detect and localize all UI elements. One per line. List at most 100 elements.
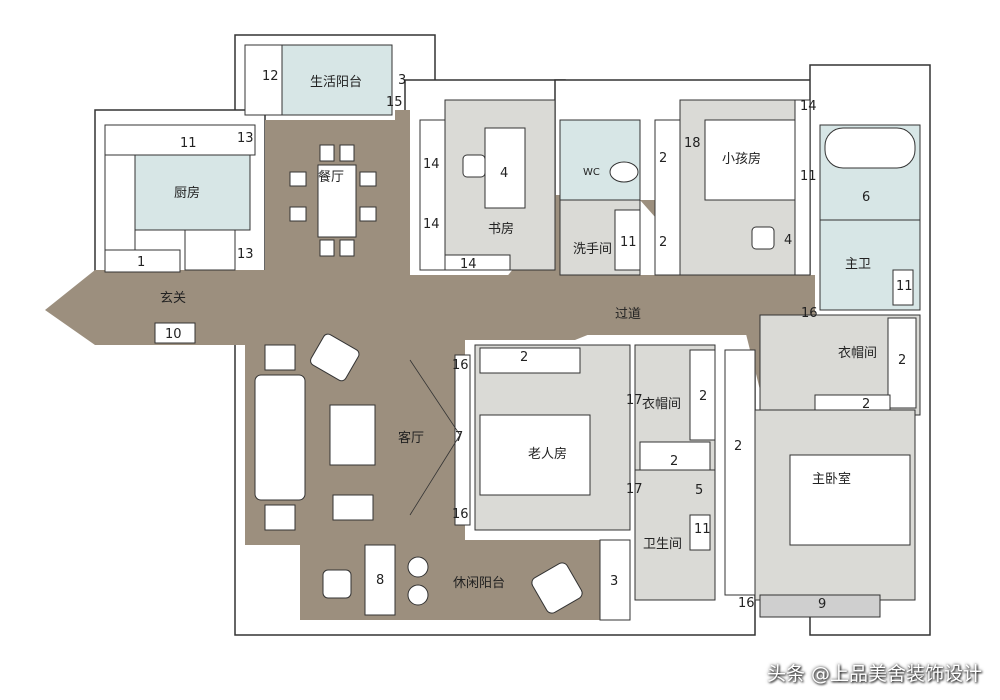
wc-toilet — [609, 161, 639, 183]
num-3-balcony: 3 — [610, 574, 618, 589]
num-2-walkin-master-a: 2 — [898, 353, 906, 368]
kitchen-floor — [134, 154, 251, 231]
dining-chair — [339, 239, 355, 257]
label-balcony-service: 生活阳台 — [310, 75, 362, 90]
num-16-master: 16 — [738, 596, 755, 611]
side-table-bottom — [264, 504, 296, 531]
elder-walkin-shelf — [639, 441, 711, 471]
label-entrance: 玄关 — [160, 291, 186, 306]
num-16-corridor: 16 — [801, 306, 818, 321]
study-chair — [462, 154, 486, 178]
kitchen-counter-bottom — [104, 249, 181, 273]
study-desk — [484, 127, 526, 209]
num-12: 12 — [262, 69, 279, 84]
label-walkin-master: 衣帽间 — [838, 345, 877, 361]
balcony-stool — [407, 556, 429, 578]
master-bed — [789, 454, 911, 546]
view-lines — [409, 359, 461, 516]
elder-walkin-cabinet — [689, 349, 716, 441]
coffee-table — [329, 404, 376, 466]
master-bath-basin — [892, 269, 914, 306]
bathtub — [824, 127, 916, 169]
entrance-cabinet — [154, 322, 196, 344]
label-elder-room: 老人房 — [528, 446, 567, 462]
armchair — [310, 333, 360, 382]
num-9: 9 — [818, 597, 826, 612]
num-8: 8 — [376, 573, 384, 588]
num-14-kid: 14 — [800, 99, 817, 114]
num-7: 7 — [455, 430, 463, 445]
kids-bed — [704, 119, 801, 201]
elder-tv-wall — [454, 354, 471, 526]
elder-bed — [479, 414, 591, 496]
label-washroom: 洗手间 — [573, 242, 612, 257]
num-4-study: 4 — [500, 166, 508, 181]
num-17-b: 17 — [626, 482, 643, 497]
num-11-bath: 11 — [694, 522, 711, 537]
kids-chair — [751, 226, 775, 250]
dining-chair — [339, 144, 355, 162]
num-16-elder-top: 16 — [452, 358, 469, 373]
dining-chair — [289, 171, 307, 187]
num-11-master-bath: 11 — [896, 279, 913, 294]
num-2-kid-a: 2 — [659, 151, 667, 166]
dining-chair — [359, 171, 377, 187]
label-kids-room: 小孩房 — [722, 151, 761, 167]
num-13-bottom: 13 — [237, 247, 254, 262]
num-2-kid-b: 2 — [659, 235, 667, 250]
label-wc: WC — [583, 167, 600, 178]
num-11-kid: 11 — [800, 169, 817, 184]
side-table-top — [264, 344, 296, 371]
label-corridor: 过道 — [615, 307, 641, 322]
sofa — [254, 374, 306, 501]
num-4-kid: 4 — [784, 233, 792, 248]
label-kitchen: 厨房 — [174, 185, 200, 201]
dining-chair — [289, 206, 307, 222]
label-master-bath: 主卫 — [845, 257, 871, 272]
balcony-lounge-chair — [531, 562, 583, 614]
num-1: 1 — [137, 255, 145, 270]
num-5: 5 — [695, 483, 703, 498]
num-14-c: 14 — [460, 257, 477, 272]
num-17-a: 17 — [626, 393, 643, 408]
study-shelf — [444, 254, 511, 271]
num-2-walkin-elder-a: 2 — [699, 389, 707, 404]
num-15: 15 — [386, 95, 403, 110]
elder-cabinet — [479, 347, 581, 374]
balcony-cabinet — [599, 539, 631, 621]
num-2-walkin-master-b: 2 — [862, 397, 870, 412]
label-dining: 餐厅 — [318, 169, 344, 185]
balcony-stool — [407, 584, 429, 606]
num-11-kitchen: 11 — [180, 136, 197, 151]
label-leisure-balcony: 休闲阳台 — [453, 576, 505, 591]
num-10: 10 — [165, 327, 182, 342]
master-walkin-cabinet — [887, 317, 917, 409]
label-walkin-elder: 衣帽间 — [642, 396, 681, 412]
label-living: 客厅 — [398, 430, 424, 446]
num-14-a: 14 — [423, 157, 440, 172]
dining-chair — [319, 144, 335, 162]
num-6: 6 — [862, 190, 870, 205]
service-balcony-appliance-zone — [244, 44, 283, 116]
bathroom-basin — [689, 514, 711, 551]
dining-table — [317, 164, 357, 238]
num-11-wash: 11 — [620, 235, 637, 250]
label-bathroom: 卫生间 — [643, 537, 682, 552]
ottoman — [332, 494, 374, 521]
kitchen-counter-top — [104, 124, 256, 156]
num-13-top: 13 — [237, 131, 254, 146]
num-16-elder-bottom: 16 — [452, 507, 469, 522]
kitchen-counter-left — [104, 154, 136, 251]
kids-wardrobe — [654, 119, 681, 276]
num-2-elder: 2 — [520, 350, 528, 365]
master-wardrobe — [724, 349, 756, 596]
kitchen-fridge — [184, 229, 236, 271]
num-2-walkin-elder-b: 2 — [670, 454, 678, 469]
dining-chair — [319, 239, 335, 257]
balcony-table — [364, 544, 396, 616]
master-window-bench — [759, 594, 881, 618]
num-3: 3 — [398, 73, 406, 88]
label-master-bedroom: 主卧室 — [812, 471, 851, 487]
watermark: 头条 @上品美舍装饰设计 — [766, 663, 982, 685]
